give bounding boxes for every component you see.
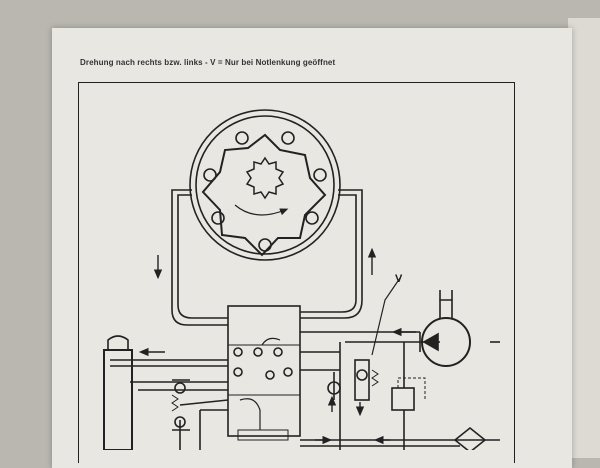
adjacent-page: [568, 18, 600, 458]
emergency-valve-v: [354, 277, 426, 411]
diagram-caption: Drehung nach rechts bzw. links - V = Nur…: [80, 58, 336, 67]
orbital-rotor-unit: [189, 109, 341, 261]
manual-page: [52, 28, 572, 468]
valve-label-v: V: [395, 273, 403, 285]
flow-arrows: [138, 247, 416, 445]
pump-symbol: [421, 299, 471, 367]
filter-symbol: [453, 426, 487, 450]
hydraulic-schematic: V: [103, 109, 500, 450]
hydraulic-lines: [110, 189, 500, 450]
diagram-frame: [78, 82, 515, 463]
control-valve-block: [227, 305, 301, 441]
steering-cylinder: [103, 335, 133, 450]
check-valves: [171, 372, 341, 431]
